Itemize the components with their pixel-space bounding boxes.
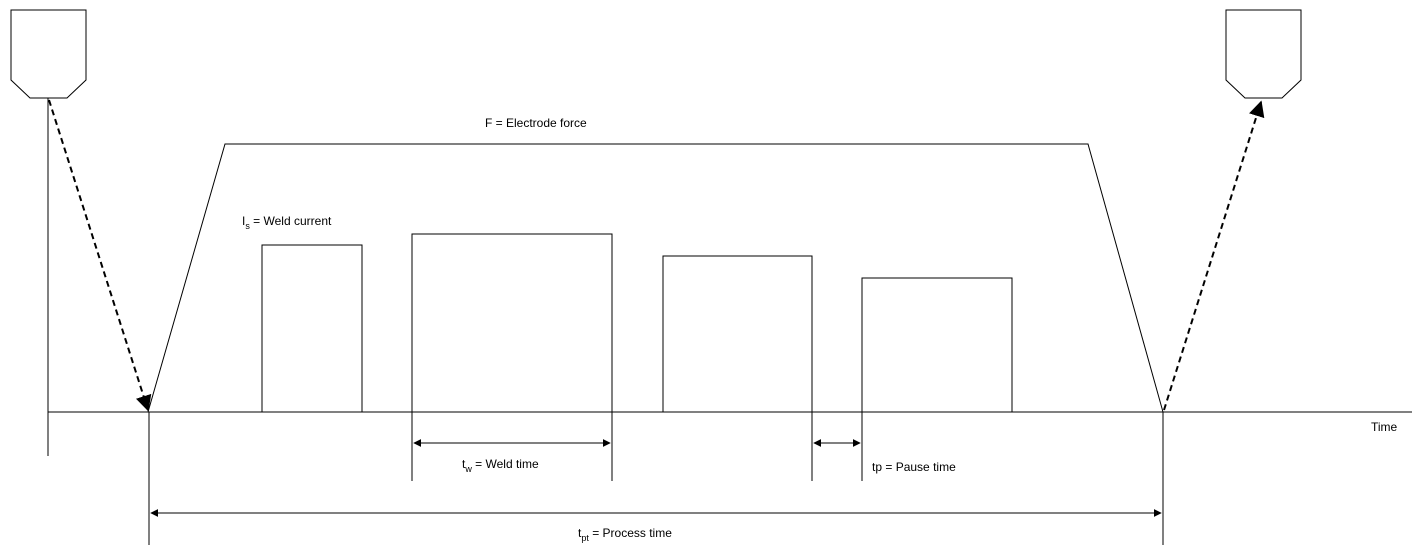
pulse-4: [861, 277, 1013, 413]
electrode-retract-arrow: [1163, 100, 1265, 411]
electrode-approach-arrow: [48, 99, 152, 412]
weld-current-label: Is = Weld current: [242, 214, 332, 231]
time-axis-label: Time: [1371, 420, 1398, 434]
left-electrode-icon: [10, 9, 87, 99]
pulse-3: [662, 255, 813, 413]
right-electrode-icon: [1225, 9, 1302, 99]
electrode-force-curve: [147, 143, 1164, 413]
pulse-1: [261, 244, 363, 413]
process-time-label: tpt = Process time: [578, 526, 672, 543]
weld-time-label: tw = Weld time: [462, 457, 539, 474]
pause-time-label: tp = Pause time: [872, 460, 956, 474]
force-label: F = Electrode force: [485, 116, 587, 130]
pulse-2: [411, 233, 613, 413]
